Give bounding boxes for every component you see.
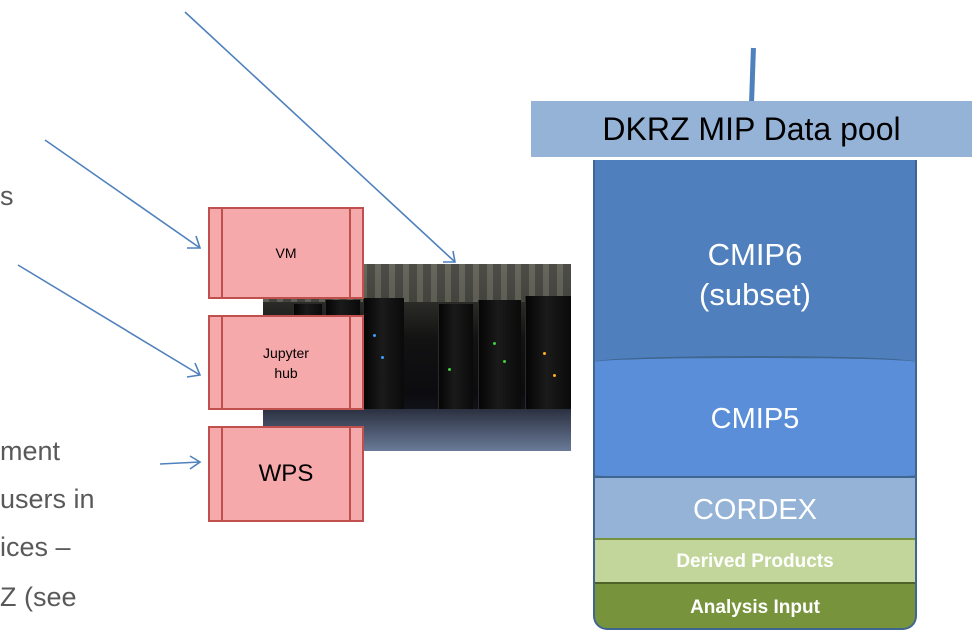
- text-fragment-users: users in: [0, 484, 95, 514]
- wps-box: WPS: [208, 426, 364, 522]
- wps-label: WPS: [258, 460, 314, 487]
- arrow-to-vm: [44, 139, 201, 249]
- vm-label: VM: [275, 245, 297, 261]
- arrow-to-wps: [159, 461, 201, 465]
- cmip5-segment: CMIP5: [595, 356, 915, 480]
- data-pool-cylinder: CMIP6(subset) CMIP5 CORDEX Derived Produ…: [593, 160, 917, 630]
- arrow-to-server-head: [443, 250, 456, 263]
- cordex-segment: CORDEX: [595, 476, 915, 542]
- text-fragment-see: Z (see: [0, 582, 77, 612]
- text-fragment-ices: ices –: [0, 532, 71, 562]
- vm-box: VM: [208, 207, 364, 299]
- analysis-input-segment: Analysis Input: [595, 582, 915, 628]
- arrow-to-jupyter: [17, 264, 201, 376]
- derived-products-segment: Derived Products: [595, 538, 915, 584]
- arrow-to-jupyter-head: [186, 362, 202, 378]
- cmip6-segment: CMIP6(subset): [595, 160, 915, 370]
- connector-stem: [749, 47, 756, 103]
- data-pool-title: DKRZ MIP Data pool: [531, 101, 972, 157]
- text-fragment-ment: ment: [0, 436, 61, 466]
- arrow-to-vm-head: [187, 235, 202, 249]
- arrow-to-wps-head: [189, 455, 202, 470]
- text-fragment-s: s: [0, 181, 14, 211]
